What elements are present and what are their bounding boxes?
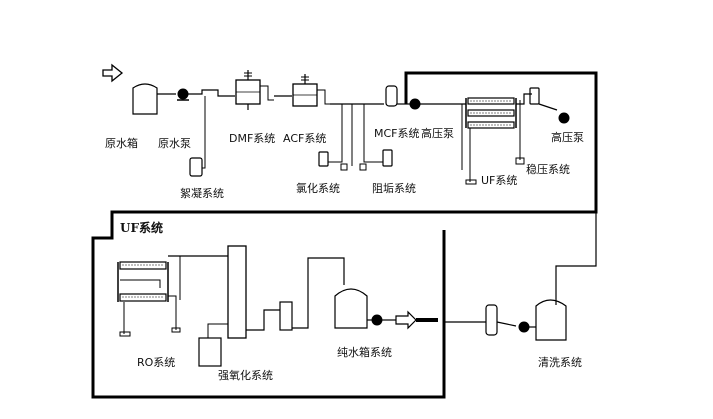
acf-filter [292,74,330,107]
dmf-system-label: DMF系统 [229,132,276,145]
high-pressure-pump-2-label: 高压泵 [551,131,584,144]
acf-system-label: ACF系统 [283,132,327,145]
mcf-system-label: MCF系统 [374,127,420,140]
strong-oxidation-system-label: 强氧化系统 [218,369,273,382]
stabilizer-tank [515,87,540,165]
dmf-filter [235,70,274,110]
high-pressure-pump-2-icon [558,112,570,124]
ro-system-label: RO系统 [137,356,176,369]
uf-system-small-label: UF系统 [481,174,518,187]
polishing-filter [279,301,293,331]
high-pressure-pump-1-label: 高压泵 [421,127,454,140]
raw-water-pump-icon [177,88,189,101]
raw-water-tank-label: 原水箱 [105,137,138,150]
flocculation-system-label: 絮凝系统 [180,187,224,200]
strong-oxidation-column [227,245,247,339]
antiscalant-dosing-tank [351,104,393,171]
uf-membrane-array-top [461,97,517,185]
raw-water-tank [132,83,158,115]
mcf-filter [385,85,398,107]
antiscalant-system-label: 阻垢系统 [372,182,416,195]
ro-membrane-array [117,261,181,337]
raw-water-pump-label: 原水泵 [158,137,191,150]
cleaning-cartridge-filter [485,304,498,336]
strong-oxidation-dosing-box [198,323,228,367]
chlorination-system-label: 氯化系统 [296,182,340,195]
cleaning-system-label: 清洗系统 [538,356,582,369]
flocculation-dosing-tank [189,96,206,177]
cleaning-tank [535,299,567,341]
inlet-arrow-icon [102,63,124,83]
cleaning-pump-icon [518,321,530,333]
stabilizer-system-label: 稳压系统 [526,163,570,176]
pure-water-tank-system-label: 纯水箱系统 [337,346,392,359]
outlet-arrow-icon [395,310,417,330]
uf-system-box-label: UF系统 [120,221,163,235]
pure-water-tank [334,288,368,329]
high-pressure-pump-1-icon [409,98,421,110]
pure-water-pump-icon [371,314,383,326]
chlorination-dosing-tank [318,104,348,171]
